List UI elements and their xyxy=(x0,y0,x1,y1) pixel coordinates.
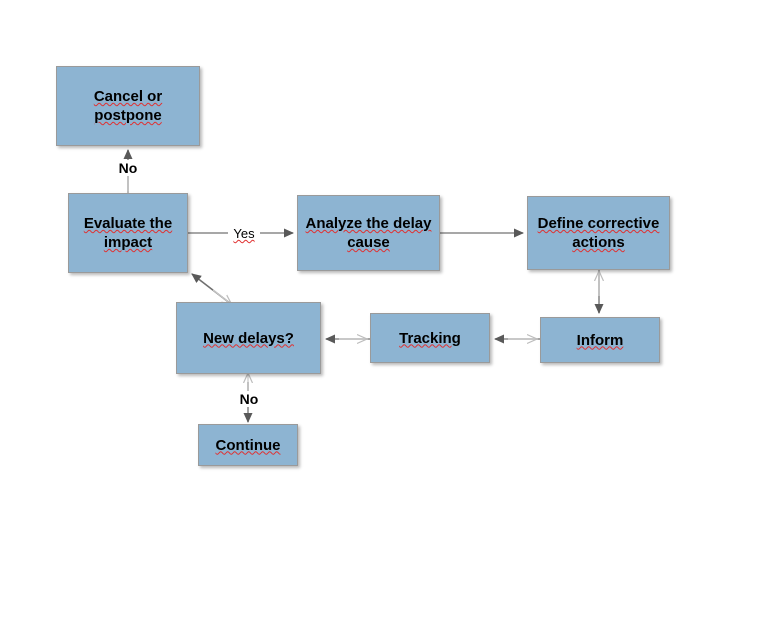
node-label: Analyze the delay cause xyxy=(305,215,432,251)
edge-label-no-cancel: No xyxy=(113,160,143,176)
node-label: Cancel or postpone xyxy=(93,88,163,124)
node-label: Evaluate the impact xyxy=(83,215,173,251)
edge-newdelays-to-evaluate xyxy=(191,273,231,304)
node-continue[interactable]: Continue xyxy=(198,424,298,466)
node-cancel-or-postpone[interactable]: Cancel or postpone xyxy=(56,66,200,146)
node-label: New delays? xyxy=(203,329,294,347)
node-tracking[interactable]: Tracking xyxy=(370,313,490,363)
node-label: Tracking xyxy=(399,329,461,347)
node-evaluate-the-impact[interactable]: Evaluate the impact xyxy=(68,193,188,273)
edge-label-no-continue: No xyxy=(234,391,264,407)
node-new-delays[interactable]: New delays? xyxy=(176,302,321,374)
node-inform[interactable]: Inform xyxy=(540,317,660,363)
node-define-corrective-actions[interactable]: Define corrective actions xyxy=(527,196,670,270)
node-label: Continue xyxy=(215,436,281,454)
node-label: Inform xyxy=(576,331,624,349)
node-label: Define corrective actions xyxy=(537,215,660,251)
node-analyze-the-delay-cause[interactable]: Analyze the delay cause xyxy=(297,195,440,271)
edge-label-yes: Yes xyxy=(228,226,260,241)
